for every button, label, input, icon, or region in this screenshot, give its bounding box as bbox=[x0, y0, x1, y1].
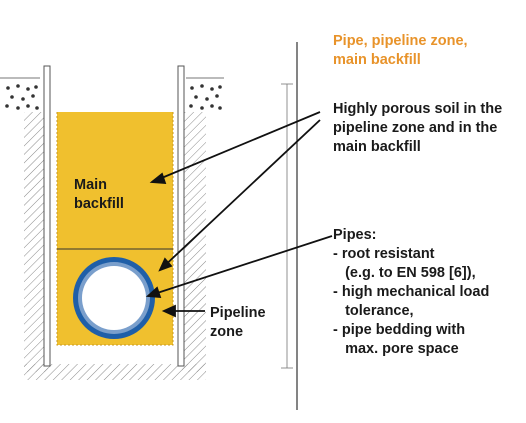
pointer-arrows bbox=[145, 111, 333, 318]
pipes-item-line: - root resistant bbox=[333, 246, 435, 262]
pipes-item: - root resistant (e.g. to EN 598 [6]), bbox=[333, 245, 489, 283]
pipes-item-line: - pipe bedding with bbox=[333, 322, 466, 338]
depth-dimension-line bbox=[281, 83, 293, 369]
pipes-item-line: tolerance, bbox=[333, 303, 414, 319]
pipes-label: Pipes: - root resistant (e.g. to EN 598 … bbox=[333, 226, 489, 359]
soil-label-line-3: main backfill bbox=[333, 139, 421, 155]
ground-surface-left bbox=[0, 77, 40, 112]
soil-label-line-2: pipeline zone and in the bbox=[333, 120, 498, 136]
pipe-inner bbox=[82, 266, 146, 330]
trench-wall-right bbox=[182, 112, 206, 372]
pipes-item: - high mechanical load tolerance, bbox=[333, 283, 489, 321]
pipeline-zone-label: Pipeline zone bbox=[210, 304, 266, 342]
pipes-list: - root resistant (e.g. to EN 598 [6]), -… bbox=[333, 245, 489, 359]
soil-label: Highly porous soil in the pipeline zone … bbox=[333, 100, 502, 157]
diagram-title: Pipe, pipeline zone, main backfill bbox=[333, 32, 468, 70]
main-backfill-label: Main backfill bbox=[74, 176, 124, 214]
title-line-1: Pipe, pipeline zone, bbox=[333, 33, 468, 49]
pipes-item-line: (e.g. to EN 598 [6]), bbox=[333, 265, 476, 281]
backfill-edge-texture bbox=[56, 112, 174, 346]
title-line-2: main backfill bbox=[333, 52, 421, 68]
trench-floor bbox=[24, 364, 206, 380]
soil-label-line-1: Highly porous soil in the bbox=[333, 101, 503, 117]
main-backfill-line-1: Main bbox=[74, 177, 108, 193]
pipes-item-line: max. pore space bbox=[333, 341, 459, 357]
pipes-item-line: - high mechanical load bbox=[333, 284, 490, 300]
pipes-heading: Pipes: bbox=[333, 227, 377, 243]
pipeline-zone-line-1: Pipeline bbox=[210, 305, 266, 321]
shoring-post-left bbox=[43, 65, 51, 367]
pipes-item: - pipe bedding with max. pore space bbox=[333, 321, 489, 359]
pipeline-zone-line-2: zone bbox=[210, 324, 244, 340]
main-backfill-line-2: backfill bbox=[74, 196, 124, 212]
trench-wall-left bbox=[24, 112, 48, 372]
ground-surface-right bbox=[186, 77, 224, 112]
shoring-post-right bbox=[177, 65, 185, 367]
